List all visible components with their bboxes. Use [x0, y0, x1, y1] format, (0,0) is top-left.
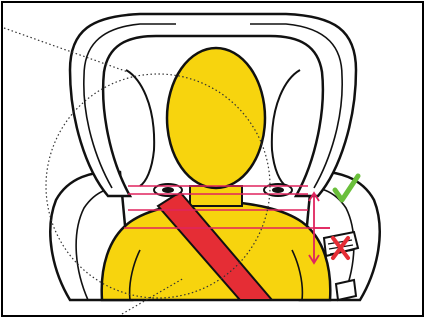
headrest-right-cushion — [272, 70, 300, 186]
child-head — [167, 48, 265, 188]
right-lower-slot — [336, 280, 356, 300]
headrest-left-cushion — [126, 70, 154, 186]
